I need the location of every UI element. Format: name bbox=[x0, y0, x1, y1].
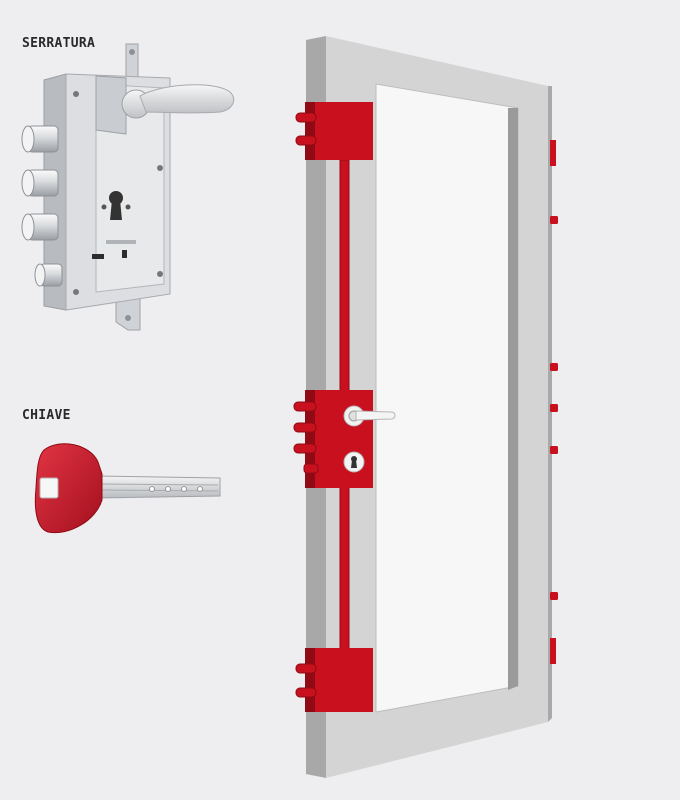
lock-slot bbox=[122, 250, 127, 258]
strike-pin bbox=[550, 216, 558, 224]
key-dimple bbox=[165, 486, 171, 492]
lock-handle-lever bbox=[139, 84, 235, 114]
locking-rod-lower bbox=[339, 485, 350, 651]
lock-bolts bbox=[21, 125, 63, 287]
strike-pin bbox=[550, 404, 558, 412]
key-dimple bbox=[181, 486, 187, 492]
lock-bottom-tab-hole bbox=[125, 315, 131, 321]
strike-pin bbox=[550, 592, 558, 600]
lock-screw bbox=[125, 204, 131, 210]
lock-screw bbox=[73, 289, 79, 295]
lock-keyhole-slot bbox=[110, 200, 122, 220]
strike-plate bbox=[550, 638, 556, 664]
lock-top-tab-hole bbox=[129, 49, 135, 55]
frame-right-edge bbox=[548, 86, 552, 722]
armored-door-frame-icon bbox=[293, 36, 558, 778]
key-dimple bbox=[197, 486, 203, 492]
top-bolt-box-face bbox=[305, 102, 373, 160]
lock-mechanism bbox=[95, 75, 127, 135]
frame-opening bbox=[375, 83, 519, 713]
lock-screw bbox=[157, 165, 163, 171]
strike-pin bbox=[550, 446, 558, 454]
lock-slot bbox=[92, 254, 104, 259]
lock-section-title: SERRATURA bbox=[22, 36, 96, 51]
key-head-window bbox=[39, 477, 59, 499]
center-lock-box bbox=[293, 390, 396, 488]
center-handle-lever bbox=[355, 410, 396, 421]
strike-plate bbox=[550, 140, 556, 166]
locking-rod-upper bbox=[339, 159, 350, 393]
key-dimple bbox=[149, 486, 155, 492]
key-head bbox=[34, 443, 103, 534]
security-key-icon bbox=[34, 443, 221, 534]
lock-screw bbox=[157, 271, 163, 277]
strike-pin bbox=[550, 363, 558, 371]
top-bolt-box bbox=[295, 102, 373, 160]
mortise-lock-icon bbox=[21, 43, 235, 331]
lock-screw bbox=[73, 91, 79, 97]
key-section-title: CHIAVE bbox=[22, 408, 71, 423]
bottom-bolt-box-face bbox=[305, 648, 373, 712]
bottom-bolt-box bbox=[295, 648, 373, 712]
lock-lever bbox=[106, 240, 136, 244]
lock-screw bbox=[101, 204, 107, 210]
frame-inner-reveal bbox=[508, 108, 518, 690]
